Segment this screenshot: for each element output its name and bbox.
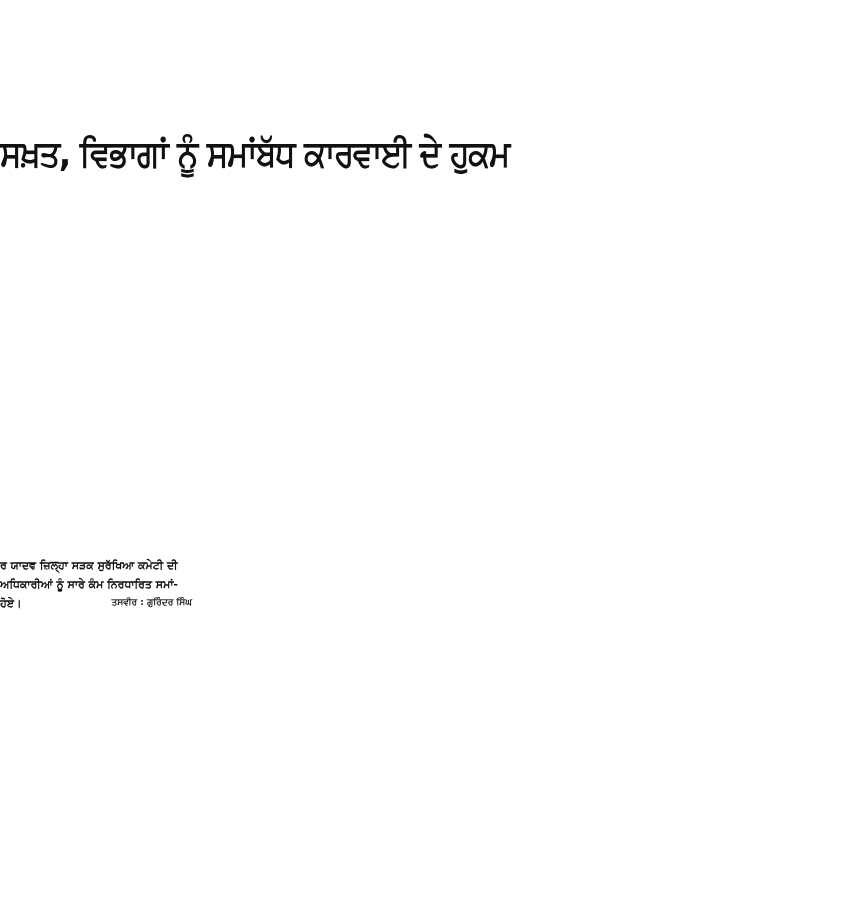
article-headline: ਸਖ਼ਤ, ਵਿਭਾਗਾਂ ਨੂੰ ਸਮਾਂਬੱਧ ਕਾਰਵਾਈ ਦੇ ਹੁਕਮ [0, 134, 510, 175]
caption-last-row: ਹੋਏ। ਤਸਵੀਰ : ਗੁਰਿੰਦਰ ਸਿੰਘ [0, 594, 192, 613]
caption-line-1: ਰ ਯਾਦਵ ਜ਼ਿਲ੍ਹਾ ਸੜਕ ਸੁਰੱਖਿਆ ਕਮੇਟੀ ਦੀ [0, 559, 178, 572]
photo-caption: ਰ ਯਾਦਵ ਜ਼ਿਲ੍ਹਾ ਸੜਕ ਸੁਰੱਖਿਆ ਕਮੇਟੀ ਦੀ ਅਧਿਕ… [0, 556, 192, 613]
photo-credit: ਤਸਵੀਰ : ਗੁਰਿੰਦਰ ਸਿੰਘ [111, 598, 192, 608]
caption-line-3: ਹੋਏ। [0, 597, 22, 610]
caption-line-2: ਅਧਿਕਾਰੀਆਂ ਨੂੰ ਸਾਰੇ ਕੰਮ ਨਿਰਧਾਰਿਤ ਸਮਾਂ- [0, 578, 178, 591]
